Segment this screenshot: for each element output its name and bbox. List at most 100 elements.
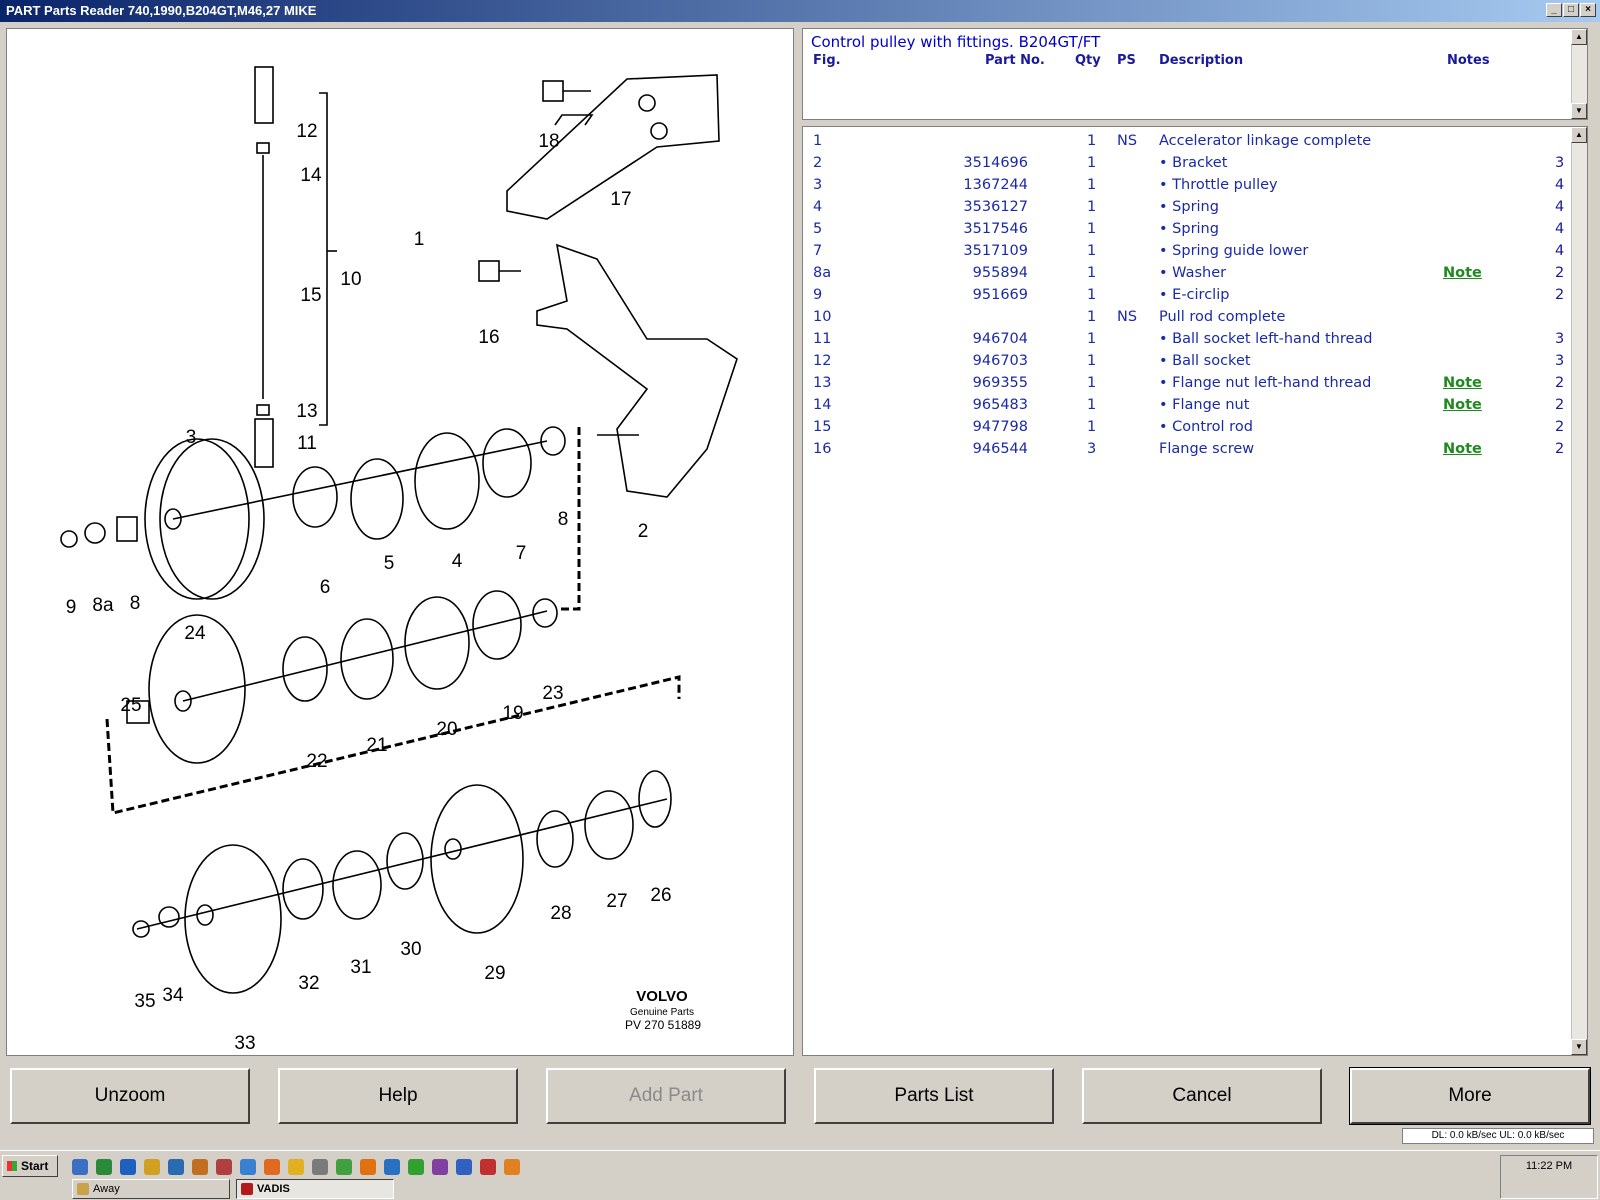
cancel-button[interactable]: Cancel xyxy=(1082,1068,1322,1124)
quick-launch-icon[interactable] xyxy=(384,1159,400,1175)
diagram-callout[interactable]: 13 xyxy=(296,401,317,422)
quick-launch-icon[interactable] xyxy=(72,1159,88,1175)
diagram-callout[interactable]: 14 xyxy=(300,165,322,186)
quick-launch-icon[interactable] xyxy=(216,1159,232,1175)
diagram-callout[interactable]: 10 xyxy=(340,269,361,290)
quick-launch-icon[interactable] xyxy=(192,1159,208,1175)
header-scrollbar[interactable]: ▲ ▼ xyxy=(1571,29,1587,119)
diagram-callout[interactable]: 21 xyxy=(366,735,387,756)
scroll-down-icon[interactable]: ▼ xyxy=(1571,1039,1587,1055)
part-number-cell: 946704 xyxy=(972,331,1028,347)
note-link[interactable]: Note xyxy=(1443,441,1482,457)
task-vadis[interactable]: VADIS xyxy=(236,1179,394,1199)
diagram-callout[interactable]: 20 xyxy=(436,719,457,740)
diagram-callout[interactable]: 12 xyxy=(296,121,317,142)
quick-launch-icon[interactable] xyxy=(144,1159,160,1175)
diagram-callout[interactable]: 28 xyxy=(550,903,571,924)
diagram-callout[interactable]: 34 xyxy=(162,985,184,1006)
diagram-callout[interactable]: 17 xyxy=(610,189,631,210)
diagram-callout[interactable]: 6 xyxy=(320,577,331,598)
diagram-callout[interactable]: 22 xyxy=(306,751,327,772)
fig-cell: 4 xyxy=(813,199,823,215)
diagram-callout[interactable]: 8a xyxy=(92,595,114,616)
maximize-icon[interactable]: □ xyxy=(1563,3,1579,17)
quick-launch-icon[interactable] xyxy=(312,1159,328,1175)
quick-launch-icon[interactable] xyxy=(456,1159,472,1175)
title-bar: PART Parts Reader 740,1990,B204GT,M46,27… xyxy=(0,0,1600,22)
description-cell: • Ball socket left-hand thread xyxy=(1159,331,1373,347)
add-part-button[interactable]: Add Part xyxy=(546,1068,786,1124)
diagram-callout[interactable]: 25 xyxy=(120,695,141,716)
diagram-callout[interactable]: 15 xyxy=(300,285,321,306)
diagram-callout[interactable]: 8 xyxy=(558,509,569,530)
diagram-callout[interactable]: 16 xyxy=(478,327,499,348)
unzoom-button[interactable]: Unzoom xyxy=(10,1068,250,1124)
more-button[interactable]: More xyxy=(1349,1067,1591,1125)
scroll-up-icon[interactable]: ▲ xyxy=(1571,29,1587,45)
diagram-callout[interactable]: 1 xyxy=(414,229,425,250)
diagram-callout[interactable]: 31 xyxy=(350,957,371,978)
diagram-callout[interactable]: 24 xyxy=(184,623,206,644)
diagram-callout[interactable]: 35 xyxy=(134,991,155,1012)
diagram-callout[interactable]: 4 xyxy=(452,551,463,572)
minimize-icon[interactable]: _ xyxy=(1546,3,1562,17)
quick-launch-icon[interactable] xyxy=(288,1159,304,1175)
quick-launch-icon[interactable] xyxy=(408,1159,424,1175)
diagram-callout[interactable]: 18 xyxy=(538,131,559,152)
quick-launch-icon[interactable] xyxy=(240,1159,256,1175)
quick-launch-icon[interactable] xyxy=(432,1159,448,1175)
diagram-callout[interactable]: 5 xyxy=(384,553,395,574)
scroll-up-icon[interactable]: ▲ xyxy=(1571,127,1587,143)
quick-launch-icon[interactable] xyxy=(504,1159,520,1175)
description-cell: • Throttle pulley xyxy=(1159,177,1278,193)
quick-launch-icon[interactable] xyxy=(480,1159,496,1175)
diagram-callout[interactable]: 19 xyxy=(502,703,523,724)
diagram-callout[interactable]: 30 xyxy=(400,939,421,960)
start-button[interactable]: Start xyxy=(2,1155,58,1177)
parts-list-button[interactable]: Parts List xyxy=(814,1068,1054,1124)
list-scrollbar[interactable]: ▲ ▼ xyxy=(1571,127,1587,1055)
diagram-callout[interactable]: 8 xyxy=(130,593,141,614)
close-icon[interactable]: × xyxy=(1580,3,1596,17)
diagram-callout[interactable]: 23 xyxy=(542,683,563,704)
diagram-callout[interactable]: 2 xyxy=(638,521,649,542)
note-link[interactable]: Note xyxy=(1443,397,1482,413)
scroll-down-icon[interactable]: ▼ xyxy=(1571,103,1587,119)
note-link[interactable]: Note xyxy=(1443,375,1482,391)
reference-number-cell: 2 xyxy=(1555,265,1565,281)
quick-launch-icon[interactable] xyxy=(336,1159,352,1175)
quick-launch-icon[interactable] xyxy=(360,1159,376,1175)
diagram-callout[interactable]: 32 xyxy=(298,973,319,994)
quick-launch-icon[interactable] xyxy=(264,1159,280,1175)
note-link[interactable]: Note xyxy=(1443,265,1482,281)
quick-launch-icon[interactable] xyxy=(120,1159,136,1175)
diagram-callout[interactable]: 29 xyxy=(484,963,505,984)
diagram-callout[interactable]: 7 xyxy=(516,543,527,564)
diagram-callout[interactable]: 11 xyxy=(297,433,317,454)
task-away[interactable]: Away xyxy=(72,1179,230,1199)
diagram-callout[interactable]: 26 xyxy=(650,885,671,906)
quick-launch-icon[interactable] xyxy=(168,1159,184,1175)
diagram-callout[interactable]: 3 xyxy=(186,427,197,448)
diagram-callout[interactable]: 27 xyxy=(606,891,627,912)
help-button[interactable]: Help xyxy=(278,1068,518,1124)
diagram-callout[interactable]: 33 xyxy=(234,1033,255,1054)
diagram-callout[interactable]: 9 xyxy=(66,597,77,618)
quick-launch-icon[interactable] xyxy=(96,1159,112,1175)
